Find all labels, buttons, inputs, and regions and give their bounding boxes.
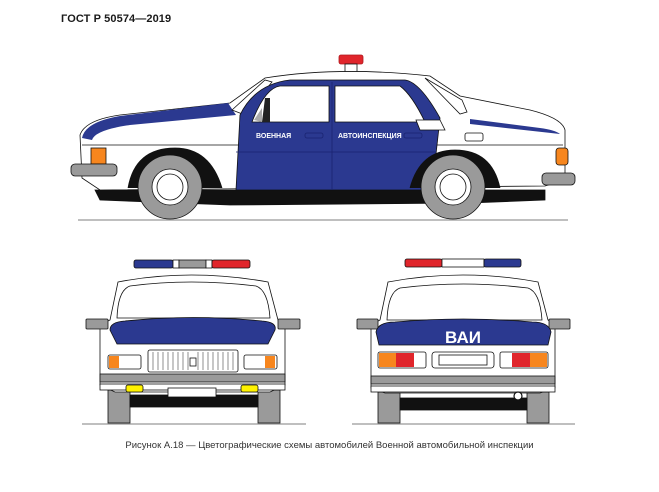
lightbar-blue — [133, 259, 174, 269]
rear-view-car: ВАИ — [352, 258, 575, 425]
front-view-car — [82, 259, 306, 425]
front-bumper — [99, 373, 286, 383]
door-label-front: ВОЕННАЯ — [256, 133, 291, 140]
rear-left-stop-light — [396, 353, 414, 367]
document-header: ГОСТ Р 50574—2019 — [61, 13, 172, 25]
rear-label-vai: ВАИ — [445, 328, 481, 347]
rear-bumper — [370, 375, 556, 385]
front-right-indicator — [265, 356, 275, 368]
rear-left-indicator — [379, 353, 396, 367]
front-bumper — [70, 163, 118, 177]
fog-light-right — [240, 384, 259, 393]
lightbar-red — [404, 258, 443, 268]
lightbar-red — [211, 259, 251, 269]
lightbar-blue — [483, 258, 522, 268]
lightbar-white — [205, 259, 213, 269]
lightbar-gray — [178, 259, 207, 269]
front-left-indicator — [109, 356, 119, 368]
figure-caption: Рисунок А.18 — Цветографические схемы ав… — [125, 440, 534, 451]
door-label-rear: АВТОИНСПЕКЦИЯ — [338, 133, 402, 140]
rear-right-indicator — [530, 353, 547, 367]
rear-license-plate — [438, 354, 488, 366]
front-indicator-orange — [90, 147, 107, 165]
lightbar-white — [172, 259, 180, 269]
front-wheel — [137, 154, 203, 220]
exhaust-pipe — [513, 391, 523, 401]
roof-beacon-red — [338, 54, 364, 65]
rear-trunk-blue — [375, 318, 552, 346]
side-view-car: ВОЕННАЯ АВТОИНСПЕКЦИЯ — [70, 54, 576, 221]
rear-bumper — [541, 172, 576, 186]
rear-wheel — [420, 154, 486, 220]
front-license-plate — [167, 387, 217, 398]
rear-right-stop-light — [512, 353, 530, 367]
rear-indicator-orange — [555, 147, 569, 166]
fog-light-left — [125, 384, 144, 393]
front-hood-blue — [109, 317, 276, 345]
lightbar-white — [441, 258, 485, 268]
